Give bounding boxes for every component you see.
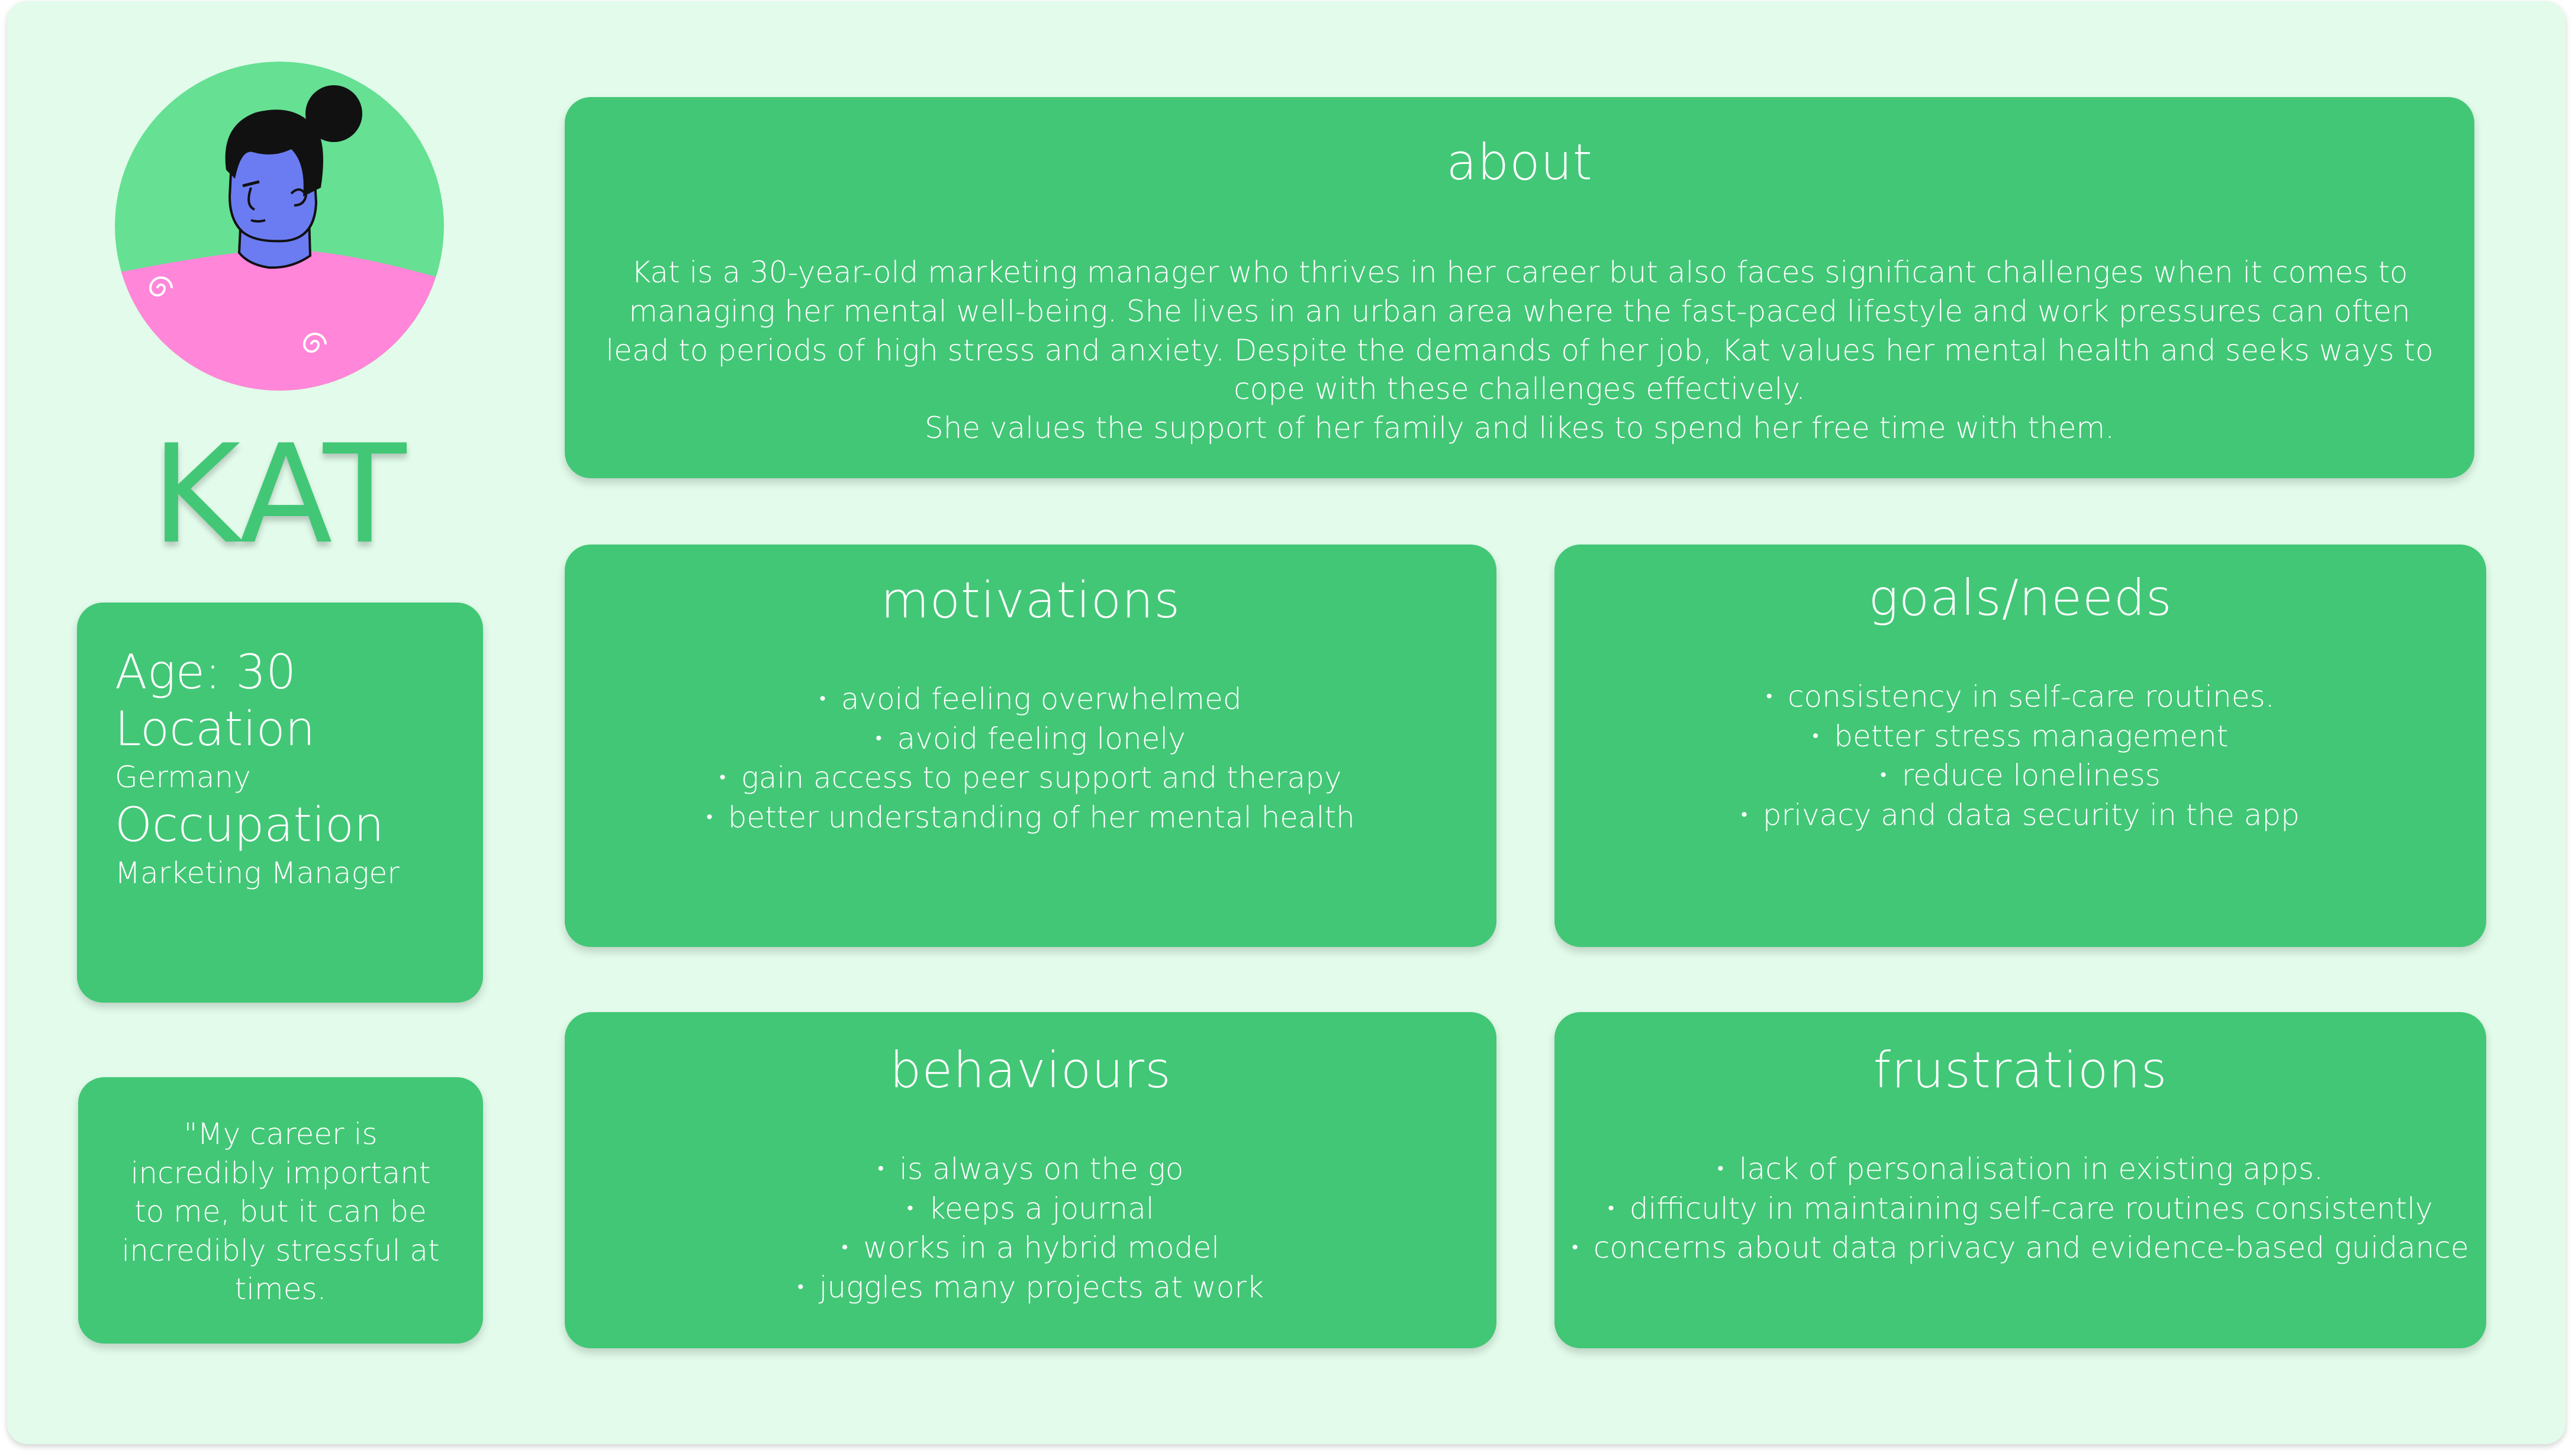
list-item: better understanding of her mental healt… [577,798,1485,837]
goals-card: goals/needs consistency in self-care rou… [1554,545,2486,947]
avatar-shirt [115,251,444,391]
list-item: reduce loneliness [1566,756,2474,795]
list-item: difficulty in maintaining self-care rout… [1566,1189,2474,1229]
list-item: juggles many projects at work [577,1268,1485,1307]
quote-text: "My career is incredibly important to me… [121,1117,440,1306]
behaviours-card: behaviours is always on the go keeps a j… [565,1012,1496,1348]
swirl-icon [149,276,173,297]
location-value: Germany [115,760,251,794]
list-item: is always on the go [577,1149,1485,1189]
about-card: about Kat is a 30-year-old marketing man… [565,97,2474,478]
avatar-ear [290,188,308,207]
avatar [115,62,444,391]
occupation-label: Occupation [115,797,384,852]
swirl-icon [302,333,327,353]
info-card: Age: 30 Location Germany Occupation Mark… [77,603,483,1003]
persona-name: KAT [151,416,408,574]
list-item: concerns about data privacy and evidence… [1566,1228,2474,1268]
occupation-value: Marketing Manager [115,856,400,890]
list-item: avoid feeling overwhelmed [577,679,1485,719]
age-line: Age: 30 [115,645,297,700]
list-item: works in a hybrid model [577,1228,1485,1268]
location-label: Location [115,701,316,756]
list-item: better stress management [1566,717,2474,756]
list-item: consistency in self-care routines. [1566,677,2474,717]
list-item: privacy and data security in the app [1566,795,2474,835]
goals-list: consistency in self-care routines. bette… [1566,677,2474,835]
about-text: Kat is a 30-year-old marketing manager w… [606,255,2434,407]
motivations-card: motivations avoid feeling overwhelmed av… [565,545,1496,947]
about-text-family: She values the support of her family and… [924,411,2115,446]
frustrations-card: frustrations lack of personalisation in … [1554,1012,2486,1348]
list-item: lack of personalisation in existing apps… [1566,1149,2474,1189]
frustrations-title: frustrations [1873,1041,2168,1099]
motivations-list: avoid feeling overwhelmed avoid feeling … [577,679,1485,837]
quote-card: "My career is incredibly important to me… [78,1077,483,1344]
goals-title: goals/needs [1868,569,2172,627]
list-item: avoid feeling lonely [577,719,1485,759]
about-title: about [1446,133,1593,191]
list-item: gain access to peer support and therapy [577,758,1485,798]
behaviours-list: is always on the go keeps a journal work… [577,1149,1485,1307]
frustrations-list: lack of personalisation in existing apps… [1566,1149,2474,1268]
avatar-hair-bun [305,85,362,142]
avatar-eye-icon [242,180,260,188]
avatar-mouth [250,219,266,223]
persona-board: KAT Age: 30 Location Germany Occupation … [7,1,2566,1444]
behaviours-title: behaviours [890,1041,1171,1099]
avatar-hair [225,109,323,197]
motivations-title: motivations [880,571,1181,629]
avatar-nose [247,187,255,211]
list-item: keeps a journal [577,1189,1485,1229]
